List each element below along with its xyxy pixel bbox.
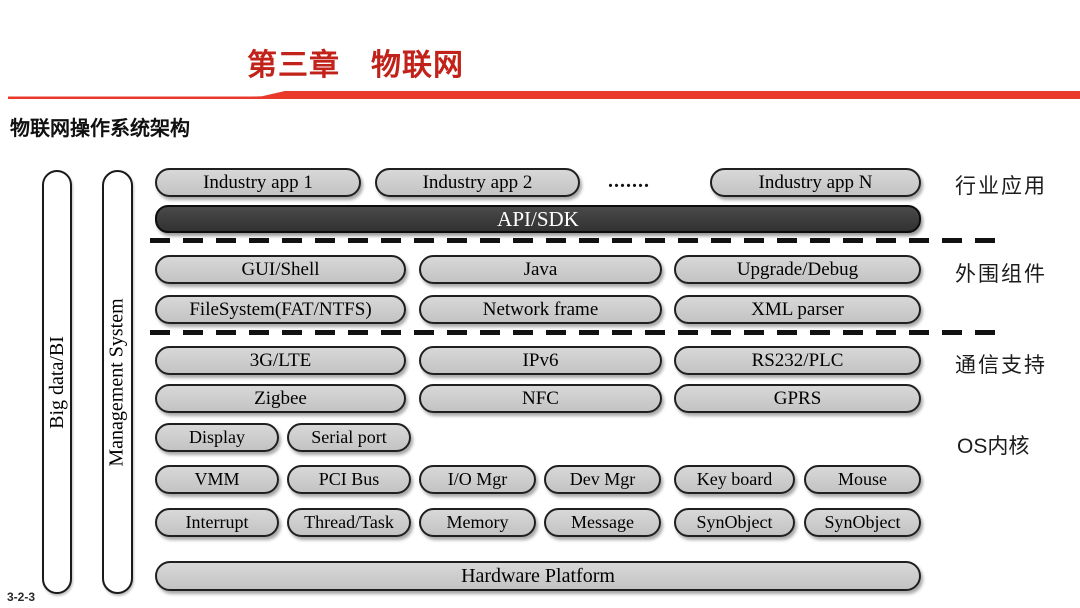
pillar-big-data-bi-label: Big data/BI xyxy=(45,335,68,429)
pillar-management-system-label: Management System xyxy=(106,297,128,467)
box-industry-app-n: Industry app N xyxy=(710,168,921,197)
box-memory: Memory xyxy=(419,508,536,537)
box-pci-bus: PCI Bus xyxy=(287,465,411,494)
box-xml-parser: XML parser xyxy=(674,295,921,324)
api-sdk-bar: API/SDK xyxy=(155,205,921,233)
box-message: Message xyxy=(544,508,661,537)
section-label-industry: 行业应用 xyxy=(955,175,1047,198)
box-keyboard: Key board xyxy=(674,465,795,494)
section-label-comm: 通信支持 xyxy=(955,354,1047,377)
dashed-separator-2 xyxy=(150,330,1003,335)
box-synobject-2: SynObject xyxy=(804,508,921,537)
box-zigbee: Zigbee xyxy=(155,384,406,413)
box-rs232-plc: RS232/PLC xyxy=(674,346,921,375)
page-subtitle: 物联网操作系统架构 xyxy=(10,118,190,140)
ellipsis-dots: ....... xyxy=(608,170,650,192)
box-network-frame: Network frame xyxy=(419,295,662,324)
page-number: 3-2-3 xyxy=(7,590,36,604)
box-filesystem: FileSystem(FAT/NTFS) xyxy=(155,295,406,324)
box-display: Display xyxy=(155,423,279,452)
box-io-mgr: I/O Mgr xyxy=(419,465,536,494)
box-3g-lte: 3G/LTE xyxy=(155,346,406,375)
box-industry-app-1: Industry app 1 xyxy=(155,168,361,197)
box-interrupt: Interrupt xyxy=(155,508,279,537)
title-divider-line xyxy=(8,91,1080,99)
dashed-separator-1 xyxy=(150,238,1003,243)
box-nfc: NFC xyxy=(419,384,662,413)
pillar-big-data-bi: Big data/BI xyxy=(42,170,72,594)
box-vmm: VMM xyxy=(155,465,279,494)
box-ipv6: IPv6 xyxy=(419,346,662,375)
hardware-platform-bar: Hardware Platform xyxy=(155,561,921,591)
box-thread-task: Thread/Task xyxy=(287,508,411,537)
box-dev-mgr: Dev Mgr xyxy=(544,465,661,494)
box-synobject-1: SynObject xyxy=(674,508,795,537)
box-industry-app-2: Industry app 2 xyxy=(375,168,580,197)
box-java: Java xyxy=(419,255,662,284)
box-serial-port: Serial port xyxy=(287,423,411,452)
box-mouse: Mouse xyxy=(804,465,921,494)
box-gprs: GPRS xyxy=(674,384,921,413)
pillar-management-system: Management System xyxy=(102,170,133,594)
section-label-peripheral: 外围组件 xyxy=(955,263,1047,286)
box-upgrade-debug: Upgrade/Debug xyxy=(674,255,921,284)
slide-title: 第三章 物联网 xyxy=(247,49,464,82)
box-gui-shell: GUI/Shell xyxy=(155,255,406,284)
section-label-kernel: OS内核 xyxy=(957,435,1030,458)
